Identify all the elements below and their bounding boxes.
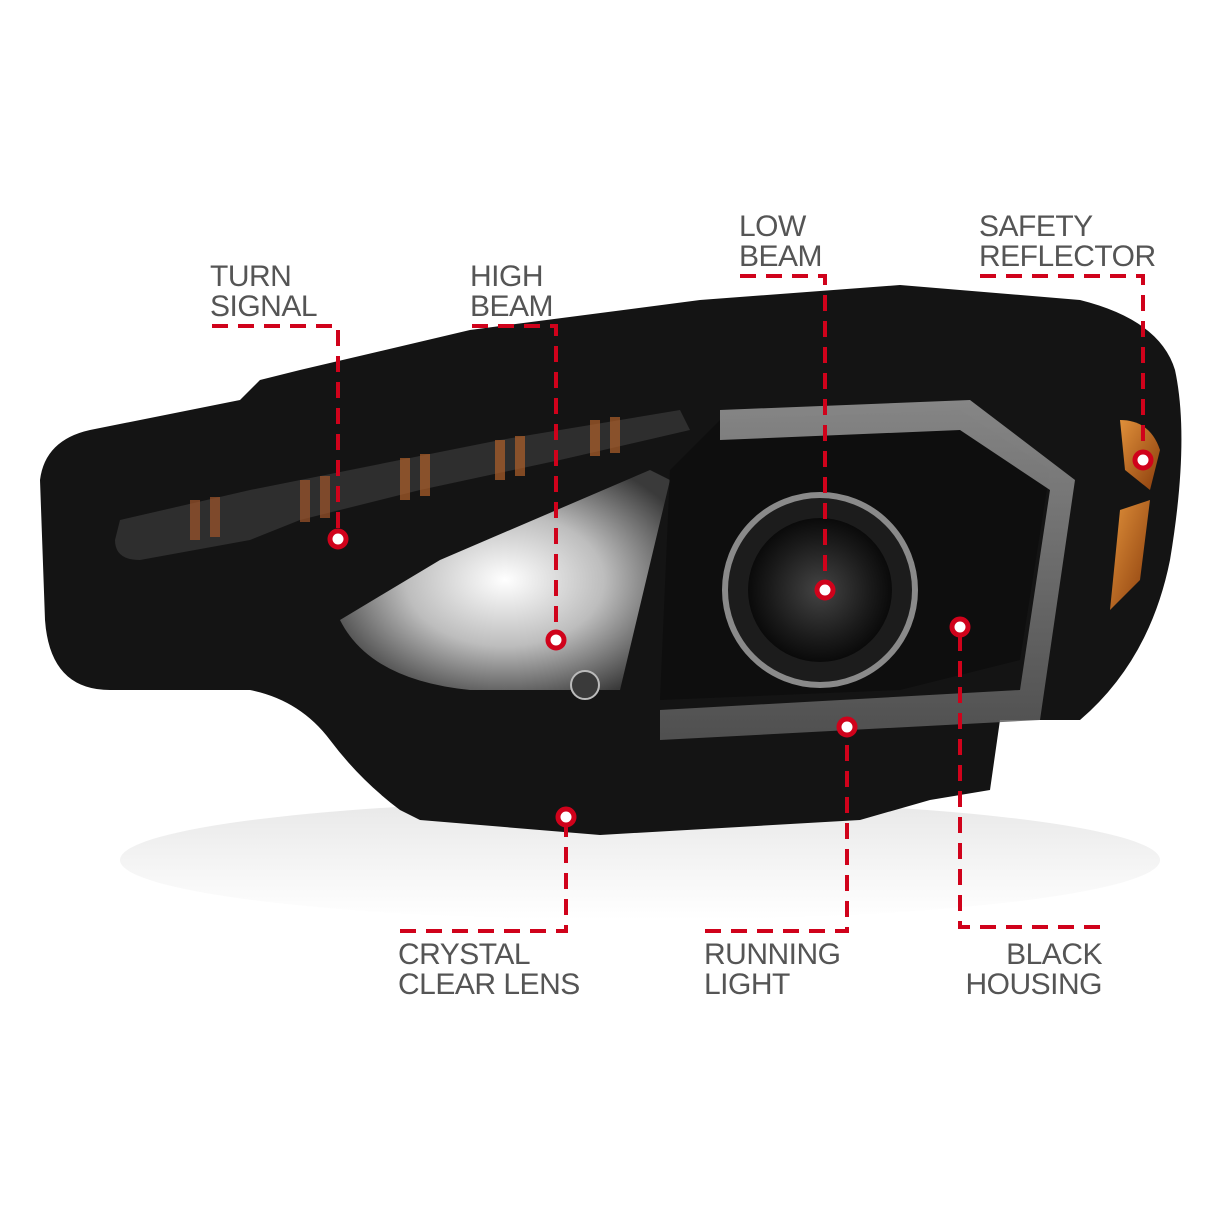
callout-label-low-beam: LOW BEAM	[739, 210, 823, 273]
high-beam-dot	[545, 629, 567, 651]
amber-reflector-lower	[1110, 500, 1150, 610]
led-light-bar	[660, 400, 1075, 740]
label-line: BEAM	[470, 290, 554, 323]
high-beam-line	[472, 324, 558, 640]
low-beam-dot	[814, 579, 836, 601]
floor-reflection	[120, 800, 1160, 920]
callout-dots	[327, 449, 1154, 828]
amber-led-segments	[190, 417, 620, 540]
label-line: CLEAR LENS	[398, 968, 580, 1001]
turn-signal-dot	[327, 528, 349, 550]
callout-label-crystal-clear-lens: CRYSTAL CLEAR LENS	[398, 940, 580, 1000]
black-housing-dot	[949, 616, 971, 638]
turn-signal-line	[212, 324, 340, 539]
label-line: BLACK	[1006, 938, 1102, 971]
label-line: REFLECTOR	[979, 240, 1156, 273]
callout-label-black-housing: BLACK HOUSING	[960, 940, 1102, 1000]
label-line: BEAM	[739, 240, 823, 273]
label-line: HOUSING	[965, 968, 1102, 1001]
callout-label-running-light: RUNNING LIGHT	[704, 940, 841, 1000]
label-line: RUNNING	[704, 938, 841, 971]
callout-label-high-beam: HIGH BEAM	[470, 260, 554, 323]
black-housing-line	[958, 627, 1100, 929]
label-line: SAFETY	[979, 210, 1093, 243]
bulb-socket	[570, 670, 600, 700]
crystal-clear-lens-dot	[555, 806, 577, 828]
crystal-clear-lens-line	[400, 817, 568, 933]
label-line: HIGH	[470, 260, 544, 293]
label-line: TURN	[210, 260, 292, 293]
running-light-dot	[836, 716, 858, 738]
high-beam-reflector	[340, 470, 670, 690]
running-light-line	[705, 727, 849, 933]
safety-reflector-line	[980, 274, 1145, 460]
label-line: LIGHT	[704, 968, 790, 1001]
callout-lines	[212, 274, 1145, 933]
low-beam-line	[740, 274, 827, 590]
label-line: SIGNAL	[210, 290, 318, 323]
callout-label-safety-reflector: SAFETY REFLECTOR	[979, 212, 1156, 272]
label-line: LOW	[739, 210, 806, 243]
callout-label-turn-signal: TURN SIGNAL	[210, 260, 318, 323]
label-line: CRYSTAL	[398, 938, 531, 971]
safety-reflector-dot	[1132, 449, 1154, 471]
